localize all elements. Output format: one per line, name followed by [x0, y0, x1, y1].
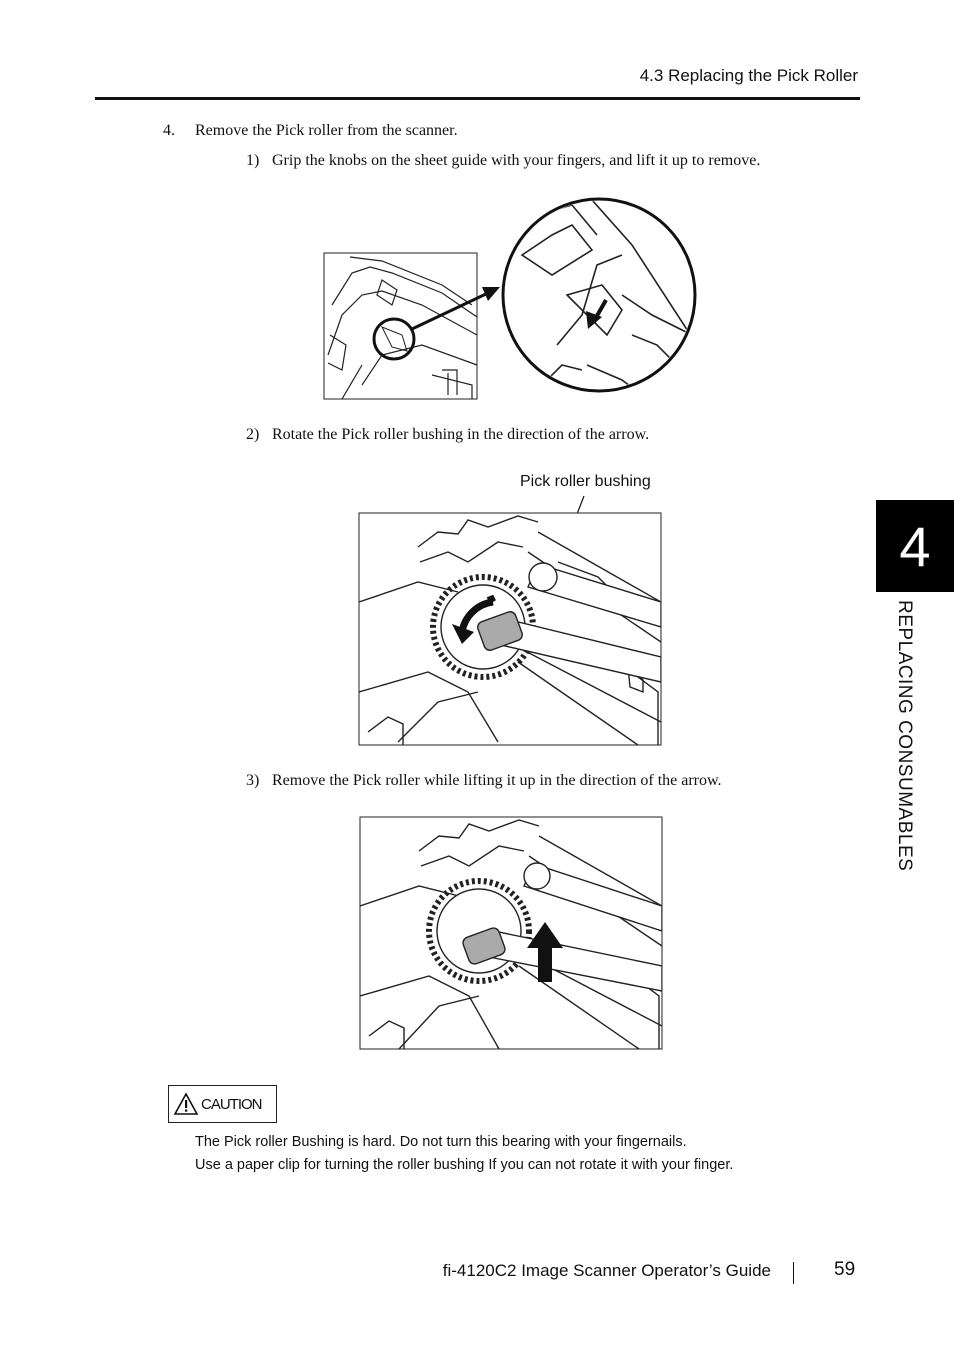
- substep-1-number: 1): [246, 152, 260, 169]
- footer-guide-title: fi-4120C2 Image Scanner Operator’s Guide: [442, 1261, 771, 1280]
- substep-3-number: 3): [246, 772, 260, 789]
- running-header: 4.3 Replacing the Pick Roller: [639, 66, 858, 85]
- chapter-number-tab: 4: [876, 500, 954, 592]
- header-rule: [95, 97, 860, 100]
- figure-lift-roller-illustration: [359, 816, 663, 1050]
- caution-badge: CAUTION: [168, 1085, 277, 1123]
- figure-rotate-bushing-illustration: [358, 495, 662, 746]
- substep-3-text: Remove the Pick roller while lifting it …: [272, 772, 722, 789]
- warning-triangle-icon: [173, 1092, 199, 1115]
- step-number: 4.: [163, 122, 175, 139]
- footer-divider: [793, 1262, 794, 1284]
- figure-sheet-guide-illustration: [323, 197, 697, 400]
- substep-1-text: Grip the knobs on the sheet guide with y…: [272, 152, 761, 169]
- caution-label: CAUTION: [201, 1095, 262, 1113]
- substep-2-number: 2): [246, 426, 260, 443]
- caution-line-2: Use a paper clip for turning the roller …: [195, 1157, 734, 1173]
- caution-line-1: The Pick roller Bushing is hard. Do not …: [195, 1134, 687, 1150]
- chapter-title-vertical: REPLACING CONSUMABLES: [894, 600, 915, 872]
- pick-roller-bushing-callout: Pick roller bushing: [520, 473, 651, 490]
- substep-2-text: Rotate the Pick roller bushing in the di…: [272, 426, 650, 443]
- page-number: 59: [834, 1259, 856, 1280]
- step-text: Remove the Pick roller from the scanner.: [195, 122, 458, 139]
